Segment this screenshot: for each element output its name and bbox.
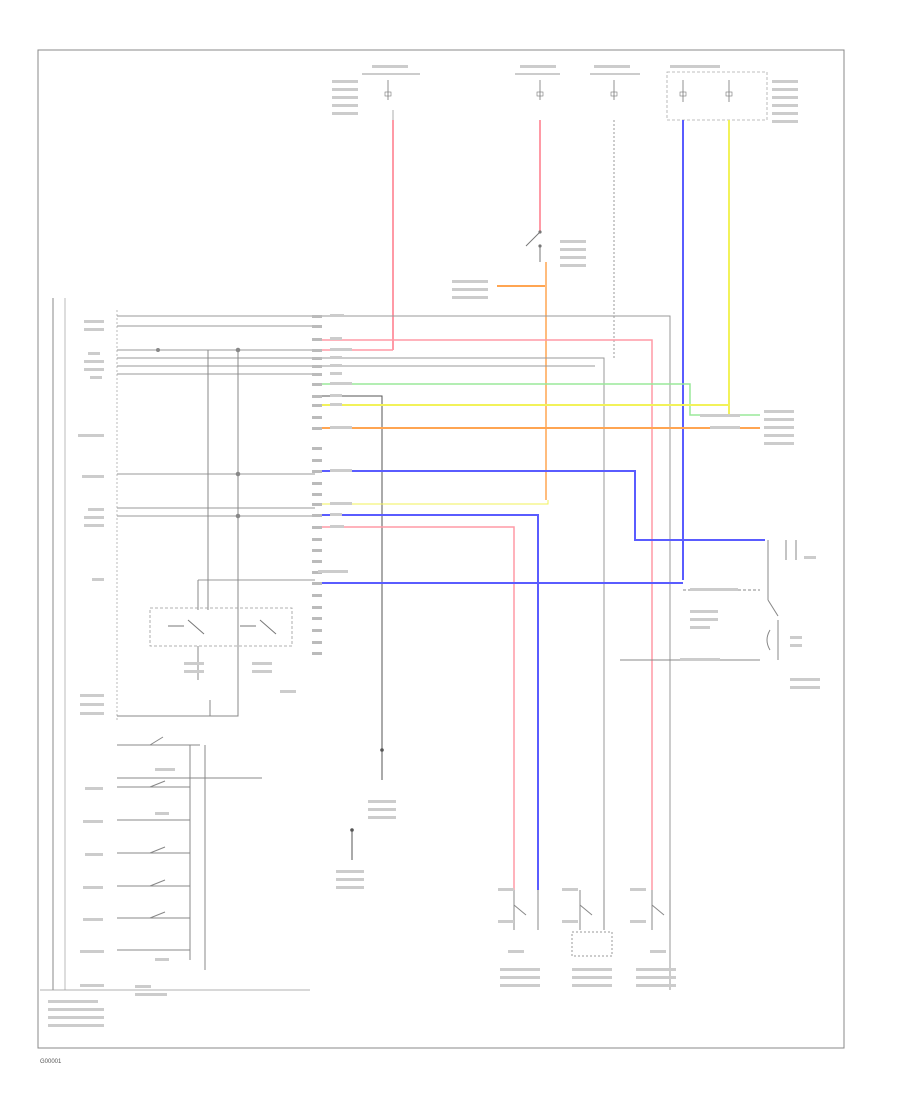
connector-wire-labels — [318, 314, 352, 573]
transmission-labels — [680, 556, 820, 689]
main-connector — [312, 315, 322, 655]
splice-drops — [117, 347, 241, 717]
transmission-switch — [620, 540, 797, 661]
wire-red-left — [315, 526, 515, 890]
cruise-control-ecu — [40, 298, 310, 991]
bottom-switch-left — [498, 888, 539, 953]
fuse-box-center — [515, 73, 560, 100]
wire-red-ab — [315, 339, 653, 890]
figure-id: G00001 — [40, 1059, 62, 1065]
relay-box — [149, 607, 296, 716]
pedal-switch — [525, 230, 542, 262]
wire-blue-rdm — [315, 470, 765, 541]
gray-bus-wires — [117, 315, 671, 990]
wire-yellow-low — [315, 500, 549, 505]
right-connector-labels — [700, 410, 794, 445]
ground-sensor-center — [336, 748, 396, 889]
fuse-box-left — [362, 73, 420, 122]
fuse-box-pair — [666, 71, 768, 121]
bottom-switch-right — [630, 888, 671, 953]
ecu-pin-labels — [48, 320, 104, 1027]
diagram-border — [37, 49, 845, 1049]
fuse-box-right — [590, 73, 640, 100]
bottom-component-labels — [500, 968, 676, 987]
top-fuse-labels — [332, 65, 798, 299]
control-switch — [117, 736, 262, 970]
switch-labels — [135, 768, 175, 996]
bottom-switch-center — [562, 888, 613, 957]
wire-blue-right — [315, 514, 539, 890]
